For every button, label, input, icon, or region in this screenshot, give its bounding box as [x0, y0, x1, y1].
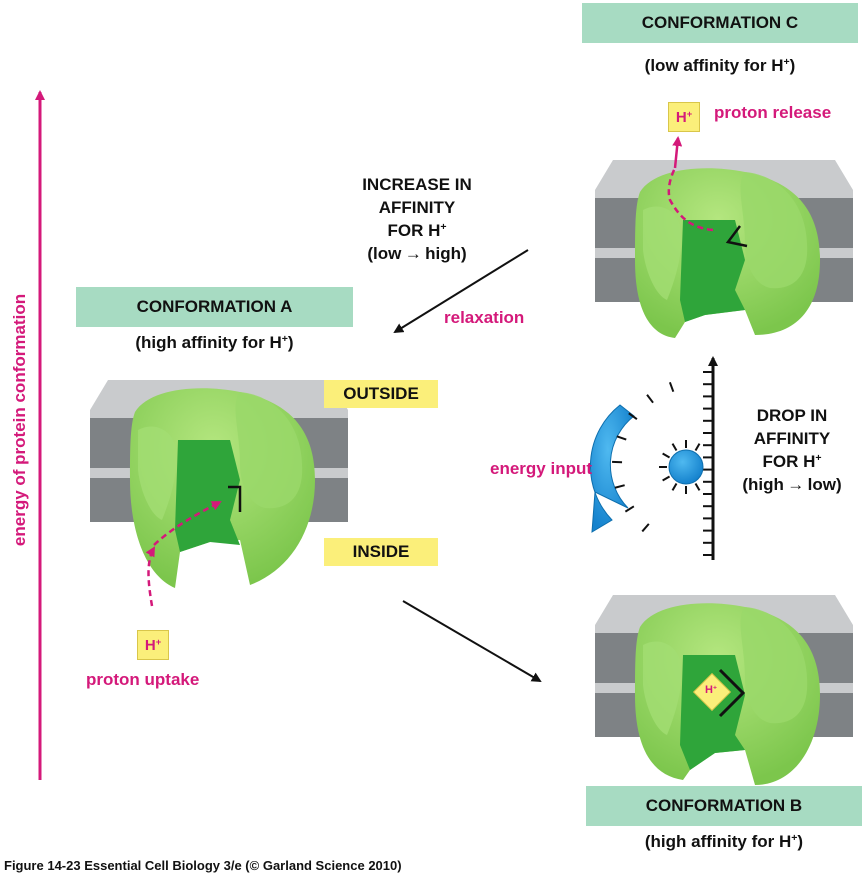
transporter-b: [595, 595, 853, 785]
drop-affinity-line3: FOR H+: [718, 450, 866, 473]
proton-uptake-ion: H+: [137, 630, 169, 660]
conformation-a-banner: CONFORMATION A: [76, 287, 353, 327]
conformation-a-affinity-sup: +: [281, 333, 288, 346]
drop-affinity-label: DROP IN AFFINITY FOR H+ (high → low): [718, 404, 866, 496]
transporter-c: [595, 136, 853, 338]
proton-release-ion: H+: [668, 102, 700, 132]
arrow-a-to-b: [402, 600, 542, 683]
arc-tick: [624, 505, 635, 513]
relaxation-label: relaxation: [444, 308, 525, 327]
proton-uptake-sup: +: [155, 636, 162, 647]
outside-label: OUTSIDE: [324, 380, 438, 408]
bound-proton-label: H+: [705, 684, 717, 696]
drop-affinity-line1: DROP IN: [756, 406, 828, 425]
conformation-c-affinity-sup: +: [783, 56, 790, 69]
increase-affinity-line3-text: FOR H: [387, 221, 441, 240]
protein-c: [635, 136, 820, 338]
drop-affinity-line3-text: FOR H: [762, 452, 816, 471]
arrow-c-to-a: [393, 249, 529, 334]
increase-affinity-line1: INCREASE IN: [362, 175, 472, 194]
conformation-b-title: CONFORMATION B: [645, 796, 803, 815]
bound-proton-symbol: H: [705, 684, 713, 696]
conformation-a-affinity-text: (high affinity for H: [135, 333, 282, 352]
arc-tick: [616, 435, 627, 441]
increase-affinity-line4: (low → high): [367, 244, 467, 263]
increase-affinity-label: INCREASE IN AFFINITY FOR H+ (low → high): [332, 173, 502, 265]
drop-affinity-line3-sup: +: [815, 452, 822, 465]
protein-a: [130, 388, 315, 588]
conformation-c-affinity-text: (low affinity for H: [644, 56, 784, 75]
proton-path-a: [145, 500, 222, 607]
bound-proton-sup: +: [712, 684, 717, 692]
transporter-a: [90, 380, 348, 607]
ratchet-scale: [703, 356, 718, 560]
wheel-spoke: [662, 475, 671, 482]
arc-tick: [668, 381, 675, 393]
conformation-c-affinity: (low affinity for H+): [582, 56, 858, 76]
proton-release-symbol: H: [675, 109, 687, 126]
energy-input-label: energy input: [490, 459, 593, 478]
proton-uptake-label: proton uptake: [86, 670, 200, 689]
conformation-b-affinity-sup: +: [791, 832, 798, 845]
conformation-a-title: CONFORMATION A: [136, 297, 293, 316]
arc-tick: [628, 412, 638, 420]
proton-release-sup: +: [686, 108, 693, 119]
conformation-c-affinity-close: ): [789, 56, 796, 75]
inside-label: INSIDE: [324, 538, 438, 566]
wheel-spoke: [662, 452, 671, 459]
proton-release-label: proton release: [714, 103, 832, 122]
conformation-b-affinity-close: ): [797, 832, 804, 851]
arc-tick: [641, 523, 650, 533]
arc-tick: [646, 394, 654, 404]
increase-affinity-line3: FOR H+: [332, 219, 502, 242]
drop-affinity-line2: AFFINITY: [753, 429, 831, 448]
conformation-a-affinity-close: ): [287, 333, 294, 352]
protein-b: [635, 603, 820, 785]
figure-caption: Figure 14-23 Essential Cell Biology 3/e …: [4, 858, 402, 873]
conformation-b-affinity-text: (high affinity for H: [644, 832, 792, 851]
wheel-spoke: [694, 443, 701, 452]
energy-wheel: [659, 440, 704, 494]
conformation-c-banner: CONFORMATION C: [582, 3, 858, 43]
vertical-axis-label: energy of protein conformation: [10, 293, 29, 547]
increase-affinity-line2: AFFINITY: [378, 198, 456, 217]
conformation-a-affinity: (high affinity for H+): [76, 333, 353, 353]
conformation-b-banner: CONFORMATION B: [586, 786, 862, 826]
arc-tick: [614, 484, 625, 489]
wheel-spoke: [671, 482, 678, 491]
conformation-b-affinity: (high affinity for H+): [586, 832, 862, 852]
energy-input-arrow: [589, 381, 675, 533]
conformation-c-title: CONFORMATION C: [641, 13, 799, 32]
wheel-spoke: [671, 443, 678, 452]
wheel-spoke: [694, 482, 701, 491]
proton-uptake-symbol: H: [144, 637, 156, 654]
drop-affinity-line4: (high → low): [742, 475, 842, 494]
increase-affinity-line3-sup: +: [440, 221, 447, 234]
bound-proton-b: [692, 672, 732, 712]
